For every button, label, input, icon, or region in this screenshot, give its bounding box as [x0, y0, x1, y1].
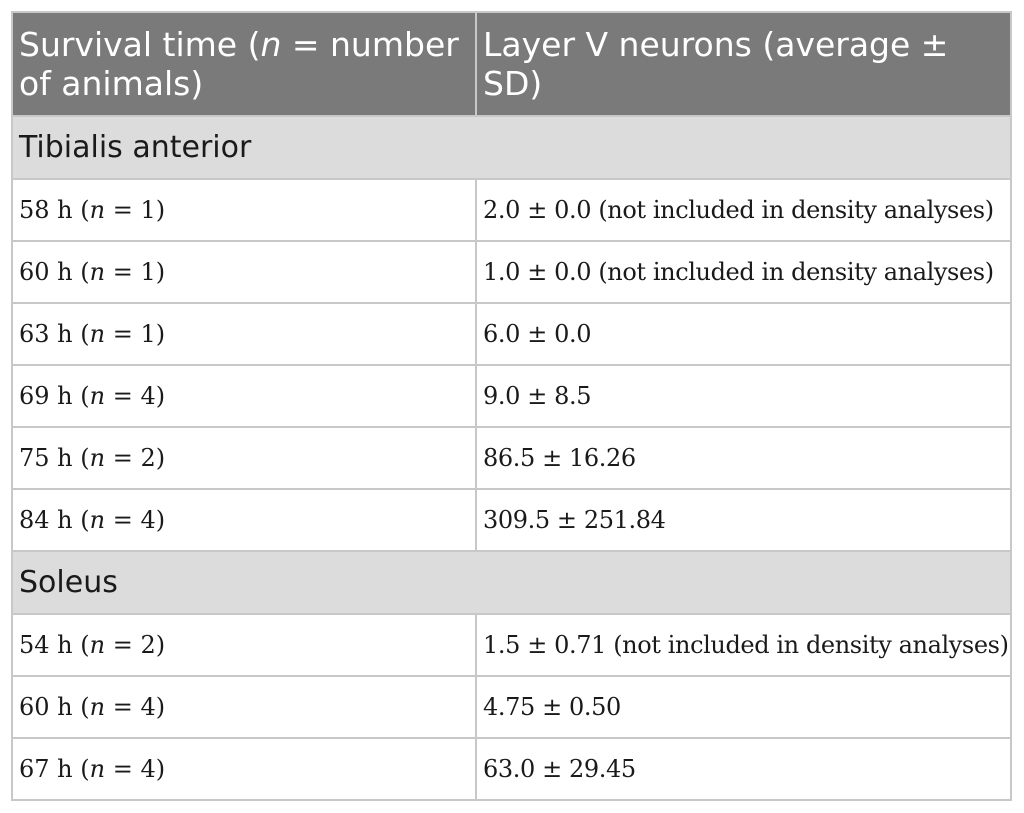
survival-time-cell: 60 h (n = 4)	[11, 675, 477, 739]
open-paren: (	[72, 631, 90, 659]
close-paren: )	[155, 506, 166, 534]
open-paren: (	[72, 382, 90, 410]
equals-sign: =	[105, 382, 141, 410]
open-paren: (	[72, 320, 90, 348]
survival-table: Survival time (n = number of animals) La…	[11, 11, 1012, 801]
animal-count: 2	[140, 631, 156, 659]
close-paren: )	[155, 196, 166, 224]
header-survival-time-text: Survival time (	[19, 25, 261, 64]
n-symbol: n	[89, 196, 106, 224]
survival-time-cell: 63 h (n = 1)	[11, 302, 477, 366]
header-row: Survival time (n = number of animals) La…	[11, 11, 1012, 117]
section-title: Tibialis anterior	[11, 115, 1012, 180]
close-paren: )	[155, 693, 166, 721]
open-paren: (	[72, 258, 90, 286]
table-row: 60 h (n = 4)4.75 ± 0.50	[11, 675, 1012, 739]
neuron-count-cell: 63.0 ± 29.45	[475, 737, 1012, 801]
animal-count: 4	[140, 693, 156, 721]
survival-time: 67 h	[19, 755, 73, 783]
animal-count: 4	[140, 755, 156, 783]
n-symbol: n	[89, 382, 106, 410]
table-row: 54 h (n = 2)1.5 ± 0.71 (not included in …	[11, 613, 1012, 677]
open-paren: (	[72, 506, 90, 534]
equals-sign: =	[105, 320, 141, 348]
table-row: 84 h (n = 4)309.5 ± 251.84	[11, 488, 1012, 552]
n-symbol: n	[89, 693, 106, 721]
survival-time: 84 h	[19, 506, 73, 534]
equals-sign: =	[105, 693, 141, 721]
survival-time: 58 h	[19, 196, 73, 224]
survival-time: 75 h	[19, 444, 73, 472]
equals-sign: =	[105, 444, 141, 472]
table-row: 69 h (n = 4)9.0 ± 8.5	[11, 364, 1012, 428]
survival-time-cell: 84 h (n = 4)	[11, 488, 477, 552]
close-paren: )	[155, 444, 166, 472]
header-survival-time-tail: = number of animals)	[19, 25, 459, 103]
close-paren: )	[155, 258, 166, 286]
survival-time: 60 h	[19, 258, 73, 286]
survival-time: 54 h	[19, 631, 73, 659]
header-n-symbol: n	[260, 25, 282, 64]
n-symbol: n	[89, 258, 106, 286]
animal-count: 4	[140, 506, 156, 534]
animal-count: 4	[140, 382, 156, 410]
n-symbol: n	[89, 755, 106, 783]
close-paren: )	[155, 755, 166, 783]
open-paren: (	[72, 693, 90, 721]
equals-sign: =	[105, 506, 141, 534]
survival-time-cell: 69 h (n = 4)	[11, 364, 477, 428]
table-row: 58 h (n = 1)2.0 ± 0.0 (not included in d…	[11, 178, 1012, 242]
neuron-count-cell: 1.0 ± 0.0 (not included in density analy…	[475, 240, 1012, 304]
animal-count: 1	[140, 196, 156, 224]
survival-time-cell: 75 h (n = 2)	[11, 426, 477, 490]
neuron-count-cell: 86.5 ± 16.26	[475, 426, 1012, 490]
n-symbol: n	[89, 320, 106, 348]
table-row: 75 h (n = 2)86.5 ± 16.26	[11, 426, 1012, 490]
survival-time-cell: 67 h (n = 4)	[11, 737, 477, 801]
open-paren: (	[72, 755, 90, 783]
neuron-count-cell: 6.0 ± 0.0	[475, 302, 1012, 366]
table-header: Survival time (n = number of animals) La…	[11, 11, 1012, 117]
close-paren: )	[155, 320, 166, 348]
section-row: Tibialis anterior	[11, 115, 1012, 180]
neuron-count-cell: 309.5 ± 251.84	[475, 488, 1012, 552]
survival-time: 69 h	[19, 382, 73, 410]
n-symbol: n	[89, 444, 106, 472]
section-title: Soleus	[11, 550, 1012, 615]
close-paren: )	[155, 382, 166, 410]
survival-time: 60 h	[19, 693, 73, 721]
header-survival-time: Survival time (n = number of animals)	[11, 11, 477, 117]
animal-count: 1	[140, 320, 156, 348]
open-paren: (	[72, 196, 90, 224]
open-paren: (	[72, 444, 90, 472]
animal-count: 1	[140, 258, 156, 286]
equals-sign: =	[105, 631, 141, 659]
section-row: Soleus	[11, 550, 1012, 615]
equals-sign: =	[105, 196, 141, 224]
table-row: 60 h (n = 1)1.0 ± 0.0 (not included in d…	[11, 240, 1012, 304]
survival-time-cell: 58 h (n = 1)	[11, 178, 477, 242]
neuron-count-cell: 1.5 ± 0.71 (not included in density anal…	[475, 613, 1012, 677]
header-layer-v-neurons: Layer V neurons (average ± SD)	[475, 11, 1012, 117]
survival-time-cell: 54 h (n = 2)	[11, 613, 477, 677]
table-row: 67 h (n = 4)63.0 ± 29.45	[11, 737, 1012, 801]
equals-sign: =	[105, 258, 141, 286]
survival-time: 63 h	[19, 320, 73, 348]
close-paren: )	[155, 631, 166, 659]
n-symbol: n	[89, 631, 106, 659]
neuron-count-cell: 4.75 ± 0.50	[475, 675, 1012, 739]
neuron-count-cell: 2.0 ± 0.0 (not included in density analy…	[475, 178, 1012, 242]
equals-sign: =	[105, 755, 141, 783]
animal-count: 2	[140, 444, 156, 472]
n-symbol: n	[89, 506, 106, 534]
neuron-count-cell: 9.0 ± 8.5	[475, 364, 1012, 428]
survival-time-cell: 60 h (n = 1)	[11, 240, 477, 304]
table-row: 63 h (n = 1)6.0 ± 0.0	[11, 302, 1012, 366]
